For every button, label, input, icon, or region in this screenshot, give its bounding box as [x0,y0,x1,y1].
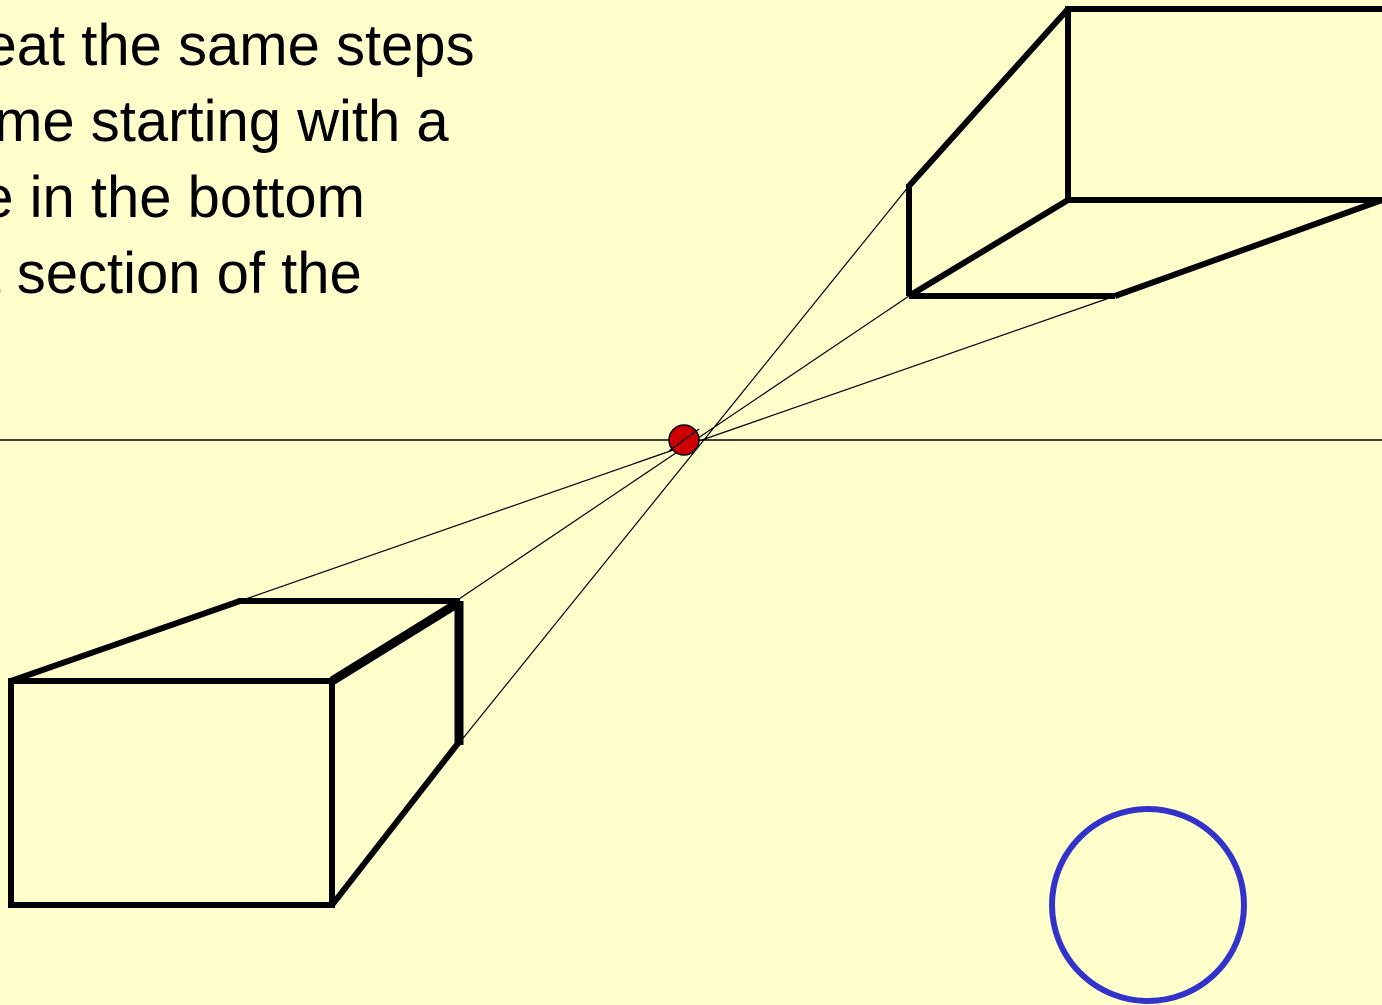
instruction-line: rcle in the bottom [0,165,365,230]
instruction-line: ge. [0,312,640,388]
box-edge [907,197,1070,299]
instruction-line: epeat the same steps [0,13,475,78]
box-edge [329,740,462,907]
box-edge [906,6,1071,189]
vanishing-point-mark [668,428,700,452]
box-bottom-left [8,598,464,908]
box-top-right [906,6,1382,299]
box-edge [329,599,461,685]
circle-bottom-right [1049,806,1247,1004]
instruction-line: ght section of the [0,241,362,306]
box-edge [10,598,241,684]
box-edge [1113,197,1382,299]
box-front-face [8,678,335,908]
box-front-face [1065,6,1382,203]
instruction-line: s time starting with a [0,89,449,154]
construction-line [459,185,910,743]
instruction-text: epeat the same steps s time starting wit… [0,8,640,388]
